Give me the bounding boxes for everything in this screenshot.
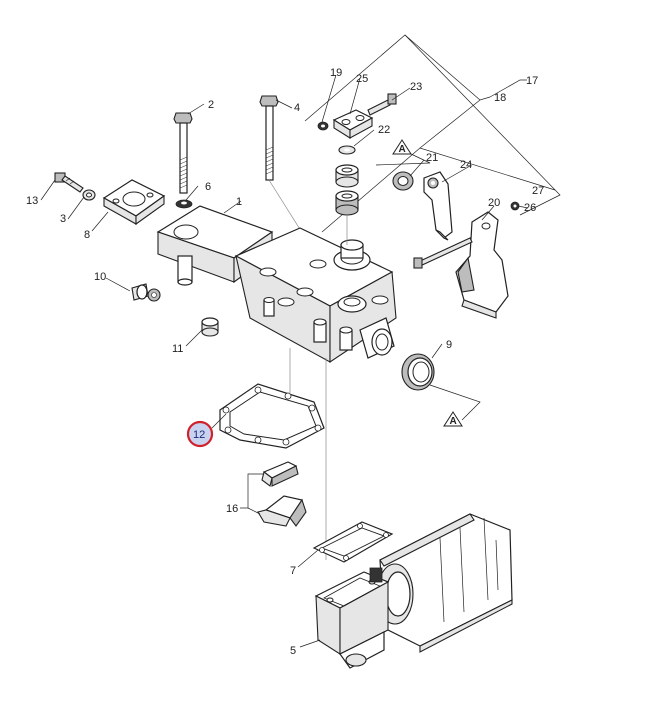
- callout-16[interactable]: 16: [226, 503, 238, 515]
- callout-2[interactable]: 2: [208, 99, 214, 111]
- washer-6: [175, 199, 193, 209]
- callout-26[interactable]: 26: [524, 202, 536, 214]
- callout-5[interactable]: 5: [290, 645, 296, 657]
- bolt-2: [173, 112, 193, 194]
- callout-12[interactable]: 12: [193, 429, 205, 441]
- callout-21[interactable]: 21: [426, 152, 438, 164]
- callout-11[interactable]: 11: [172, 343, 183, 355]
- bush-21: [392, 171, 414, 191]
- plug-10: [131, 283, 161, 302]
- callout-19[interactable]: 19: [330, 67, 342, 79]
- washer-3: [82, 189, 96, 201]
- lever-24: [423, 171, 453, 241]
- callout-12-highlighted[interactable]: 12: [186, 420, 214, 448]
- lever-25: [332, 109, 374, 139]
- callout-6[interactable]: 6: [205, 181, 211, 193]
- svg-text:A: A: [399, 144, 406, 155]
- clip-16-lower: [257, 495, 307, 527]
- pin-26: [510, 201, 520, 211]
- callout-9[interactable]: 9: [446, 339, 452, 351]
- callout-leaders: [40, 74, 529, 648]
- reference-mark-a-top: A: [375, 139, 431, 166]
- svg-text:A: A: [450, 416, 457, 427]
- callout-20[interactable]: 20: [488, 197, 500, 209]
- gearbox-5: [314, 513, 513, 669]
- callout-8[interactable]: 8: [84, 229, 90, 241]
- callout-13[interactable]: 13: [26, 195, 38, 207]
- nut-19: [317, 121, 329, 131]
- cap-11: [201, 317, 219, 337]
- callout-22[interactable]: 22: [378, 124, 390, 136]
- reference-mark-a-bottom: A: [429, 384, 481, 427]
- callout-24[interactable]: 24: [460, 159, 472, 171]
- shift-fork-20: [413, 211, 509, 319]
- clip-16-upper: [261, 461, 299, 487]
- screw-23: [367, 93, 397, 116]
- bearing-stack-22: [335, 145, 359, 245]
- bolt-13: [54, 172, 84, 193]
- cover-plate-7: [312, 521, 394, 563]
- seal-9: [401, 353, 435, 391]
- callout-23[interactable]: 23: [410, 81, 422, 93]
- callout-18[interactable]: 18: [494, 92, 506, 104]
- callout-10[interactable]: 10: [94, 271, 106, 283]
- callout-27[interactable]: 27: [532, 185, 544, 197]
- callout-1[interactable]: 1: [236, 196, 242, 208]
- callout-4[interactable]: 4: [294, 102, 300, 114]
- callout-17[interactable]: 17: [526, 75, 538, 87]
- flange-8: [102, 179, 166, 226]
- callout-labels: 1 2 3 4 5 6 7 8 9 10 11 12 13 16 17 18 1…: [26, 67, 544, 657]
- callout-25[interactable]: 25: [356, 73, 368, 85]
- callout-3[interactable]: 3: [60, 213, 66, 225]
- gasket-12: [219, 348, 327, 560]
- housing-1: [156, 205, 397, 364]
- callout-7[interactable]: 7: [290, 565, 296, 577]
